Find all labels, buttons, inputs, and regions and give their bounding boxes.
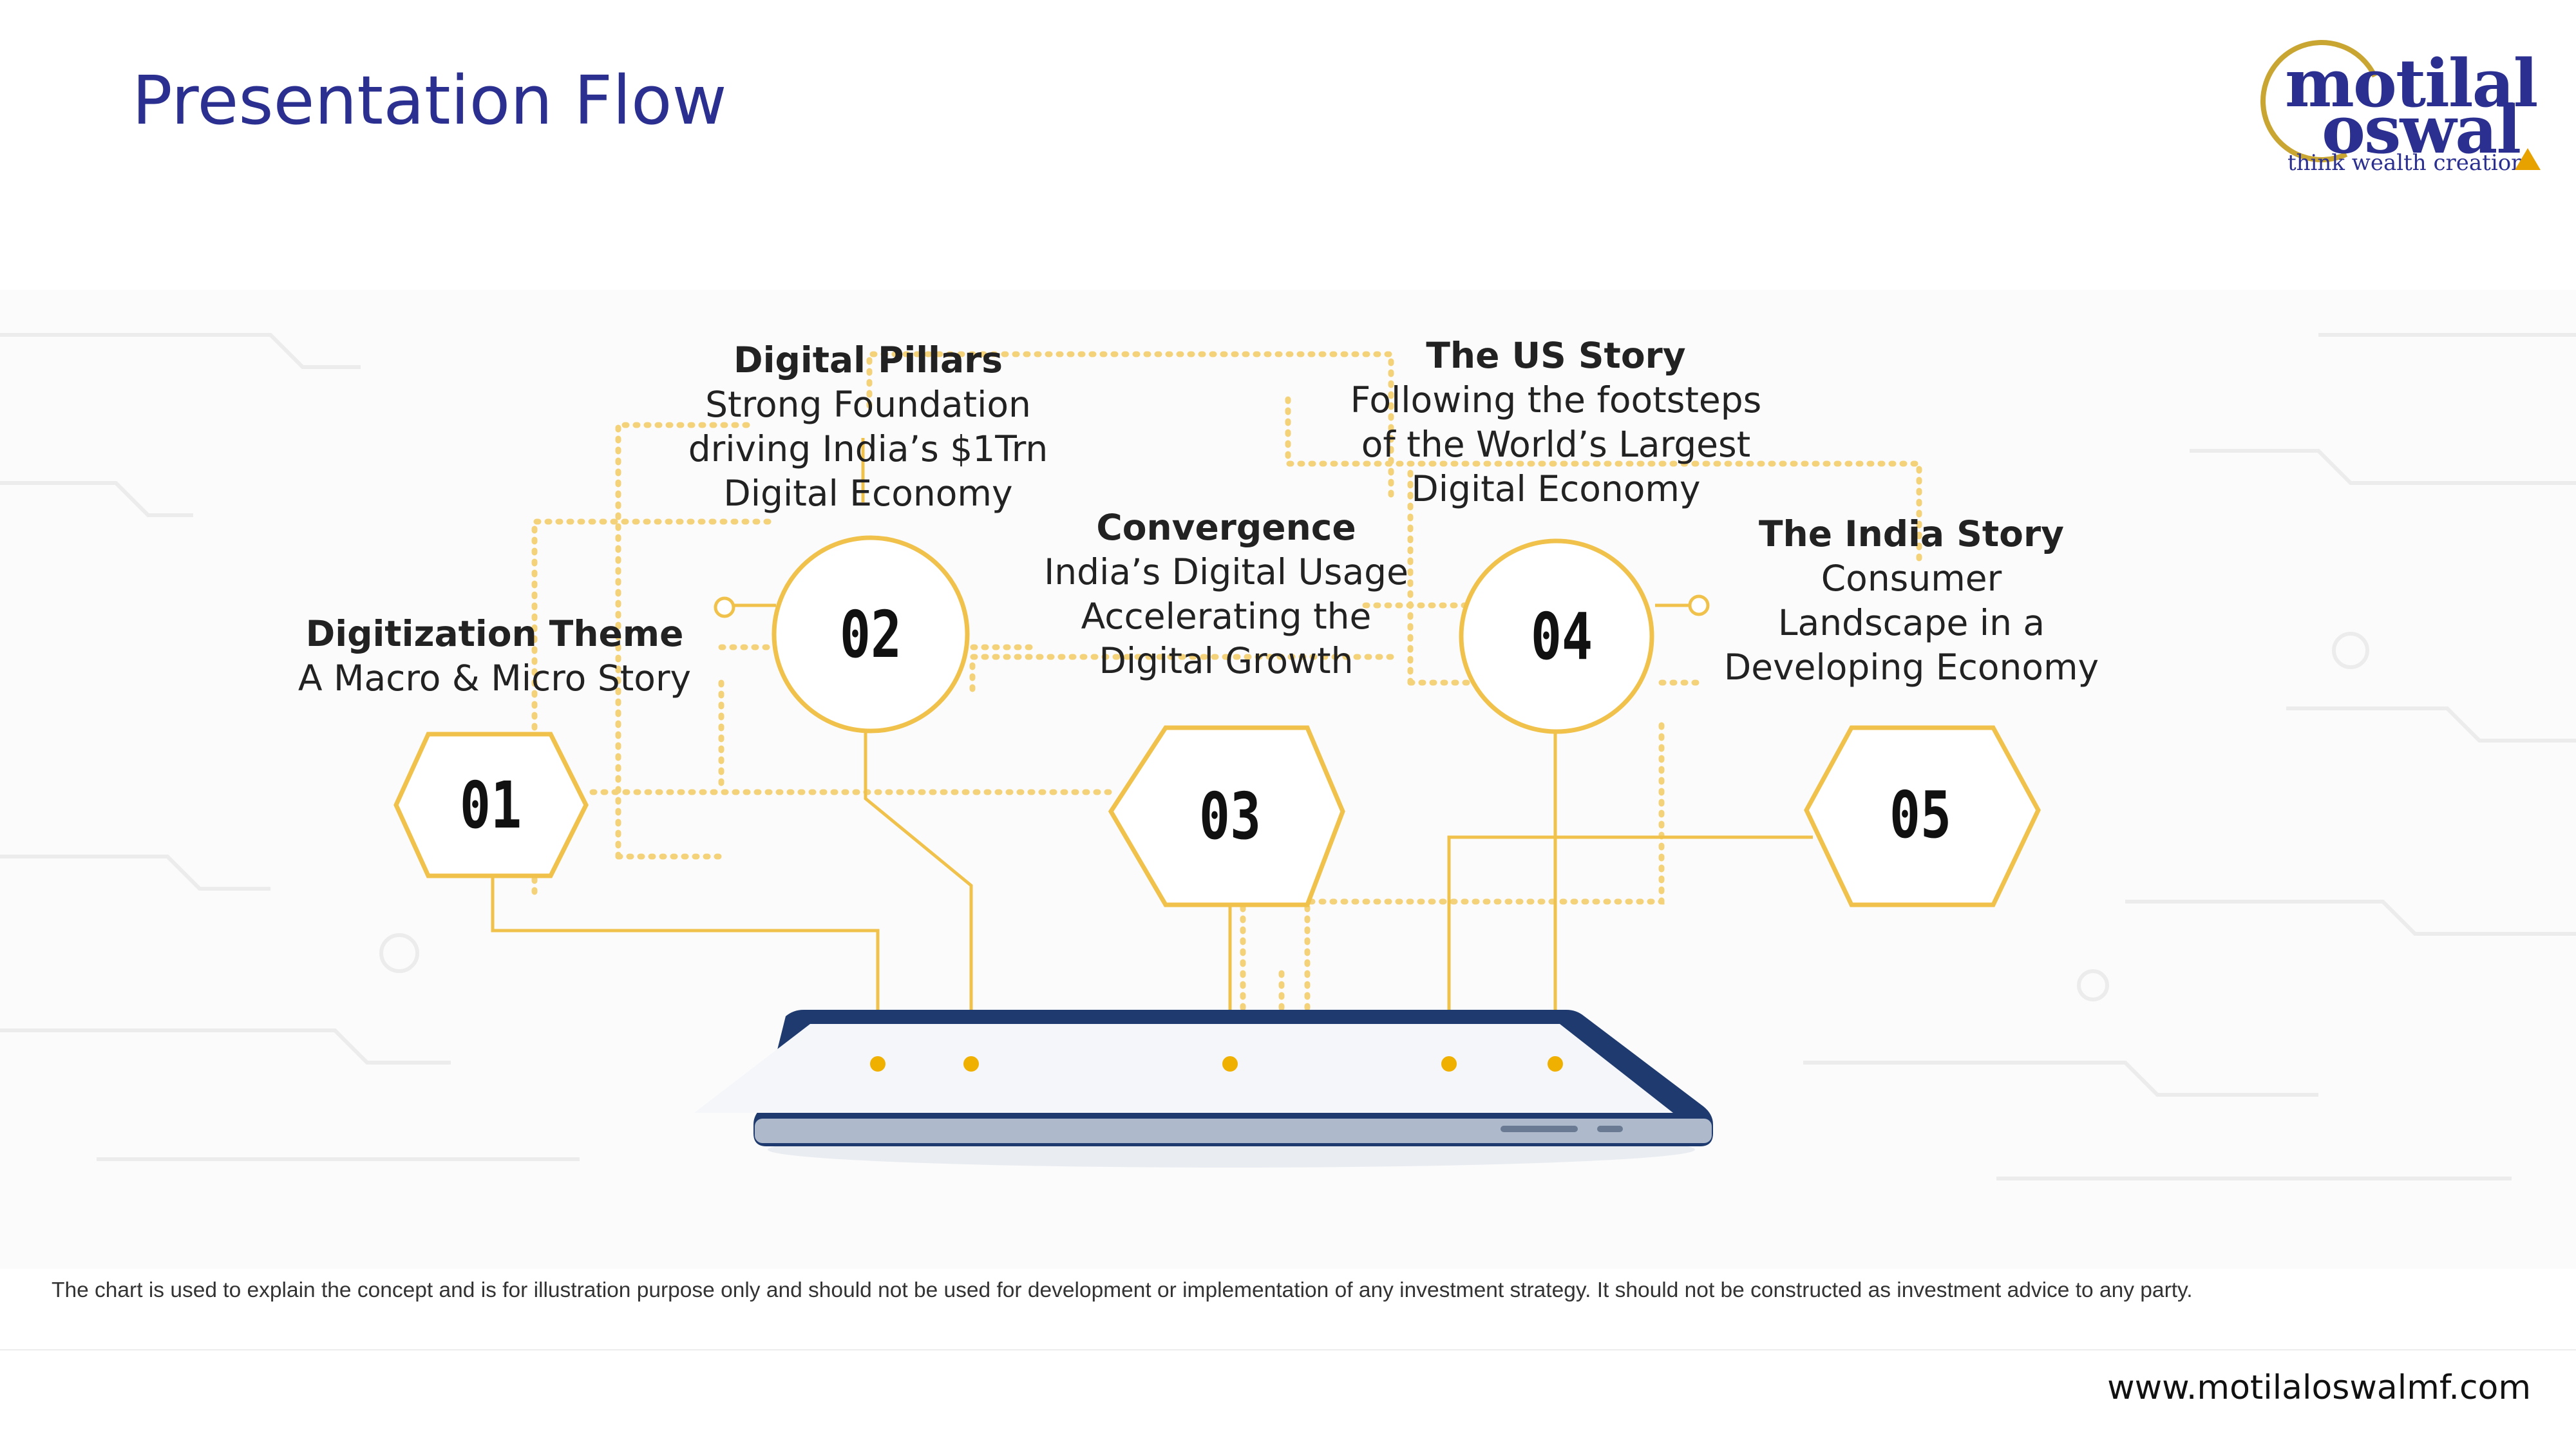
logo-tagline: think wealth creation [2287,150,2526,176]
step-01-heading: Digitization Theme [305,613,684,654]
step-03-hexagon [1108,725,1345,907]
logo-triangle-icon [2515,148,2541,170]
step-03-heading: Convergence [1096,507,1356,548]
step-04-heading: The US Story [1426,335,1686,376]
step-02-circle [772,535,970,734]
step-01-hexagon [393,732,589,878]
screen-dots [870,1056,1563,1072]
step-02-number: 02 [840,598,902,672]
step-05-number: 05 [1889,778,1951,853]
step-04-label: The US Story Following the footsteps of … [1350,334,1762,511]
tablet-base [755,1119,1712,1143]
step-01-body: A Macro & Micro Story [298,658,692,699]
step-03-label: Convergence India’s Digital Usage Accele… [1044,506,1408,683]
step-02-heading: Digital Pillars [734,339,1003,381]
step-01-label: Digitization Theme A Macro & Micro Story [298,612,691,701]
step-04-circle [1459,538,1654,734]
step-05-label: The India Story Consumer Landscape in a … [1724,512,2099,690]
step-05-heading: The India Story [1759,513,2064,554]
step-04-body: Following the footsteps of the World’s L… [1350,379,1762,509]
step-numbers: 01 02 03 04 05 [460,598,1951,854]
presentation-flow-diagram: 01 02 03 04 05 Digitization Theme A Macr… [0,290,2576,1269]
step-03-body: India’s Digital Usage Accelerating the D… [1044,551,1408,681]
diagram-graphics: 01 02 03 04 05 [0,290,2576,1269]
step-02-body: Strong Foundation driving India’s $1Trn … [688,384,1048,514]
step-05-body: Consumer Landscape in a Developing Econo… [1723,558,2099,688]
step-04-number: 04 [1531,600,1593,674]
disclaimer-text: The chart is used to explain the concept… [52,1278,2193,1302]
brand-logo: motilal oswal think wealth creation [2241,23,2541,187]
footer-divider [0,1349,2576,1350]
tablet-device [694,1010,1713,1168]
tablet-screen [694,1024,1673,1113]
page-title: Presentation Flow [132,61,727,140]
step-01-number: 01 [460,768,522,843]
circuit-background [0,333,2576,1180]
step-05-hexagon [1804,725,2041,907]
connector-nodes [714,594,1710,618]
tablet-button [1597,1126,1623,1132]
logo-word-2: oswal [2322,91,2521,169]
tablet-port [1501,1126,1578,1132]
step-02-label: Digital Pillars Strong Foundation drivin… [688,338,1048,516]
lead-lines [491,438,1813,1063]
step-03-number: 03 [1199,779,1261,854]
logo-word-1: motilal [2285,45,2538,122]
website-url: www.motilaloswalmf.com [2107,1368,2531,1407]
step-shapes [393,535,2041,907]
